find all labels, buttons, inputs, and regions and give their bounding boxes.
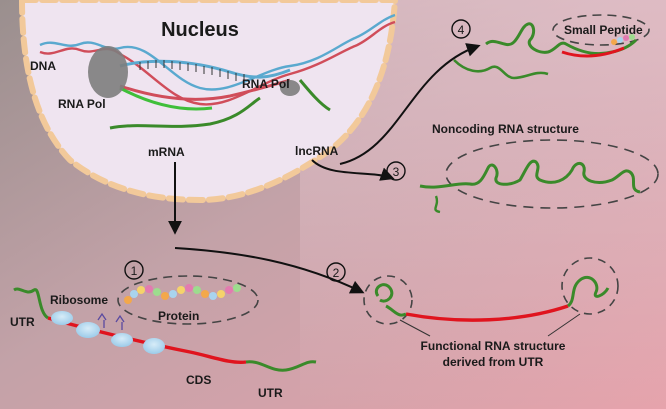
lncrna-label: lncRNA: [295, 144, 339, 158]
leader-right: [547, 313, 581, 337]
noncoding-tail: [434, 195, 441, 214]
utr-right-hairpin: [566, 275, 610, 308]
step-2: 2: [326, 262, 346, 282]
svg-text:2: 2: [333, 266, 340, 280]
base-pairs: [139, 60, 245, 82]
functional-structure-label-2: derived from UTR: [443, 355, 544, 369]
lncrna-transcript: [298, 79, 331, 112]
rna-pol-right-label: RNA Pol: [242, 77, 290, 91]
rna-pol-right: [280, 80, 300, 96]
utr-right-dashed-circle: [561, 257, 619, 315]
flow-arrows: [168, 43, 481, 294]
trna-marks: [97, 312, 125, 330]
utr-left-strand: [13, 287, 50, 320]
utr-left-label: UTR: [10, 315, 35, 329]
noncoding-rna-strand: [419, 159, 641, 194]
ribosome-4: [143, 338, 165, 354]
noncoding-structure-panel: Noncoding RNA structure: [419, 122, 659, 214]
svg-text:1: 1: [131, 264, 138, 278]
svg-text:4: 4: [458, 23, 465, 37]
mrna-nascent: [119, 86, 213, 111]
utr-right-strand: [245, 360, 317, 372]
step-3: 3: [386, 161, 406, 181]
step-4: 4: [451, 19, 471, 39]
small-peptide-dashed-outline: [552, 14, 650, 46]
arrow-to-step3: [311, 159, 395, 181]
utr-left-dashed-circle: [363, 275, 413, 325]
nucleus-label: Nucleus: [161, 19, 239, 41]
translation-panel: Ribosome Protein UTR CDS UTR: [10, 275, 317, 400]
utr-right-label: UTR: [258, 386, 283, 400]
ribosome-label: Ribosome: [50, 293, 108, 307]
rna-pol-left-label: RNA Pol: [58, 97, 106, 111]
ribosome-3: [111, 333, 133, 347]
dna-label: DNA: [30, 59, 56, 73]
functional-structure-label-1: Functional RNA structure: [421, 339, 566, 353]
protein-dashed-outline: [117, 275, 259, 325]
step-1: 1: [124, 260, 144, 280]
noncoding-structure-label: Noncoding RNA structure: [432, 122, 579, 136]
arrow-to-step4: [339, 43, 481, 165]
small-peptide-chain: [611, 34, 635, 45]
rna-pol-left: [88, 46, 128, 98]
protein-label: Protein: [158, 309, 199, 323]
small-peptide-label: Small Peptide: [564, 23, 643, 37]
utr-structure-panel: Functional RNA structure derived from UT…: [363, 257, 619, 369]
cds-label: CDS: [186, 373, 211, 387]
step-circles: 1 2 3 4: [124, 19, 471, 282]
noncoding-dashed-outline: [445, 139, 659, 209]
utr-left-hairpin: [375, 283, 407, 317]
leader-left: [399, 319, 431, 337]
small-peptide-panel: Small Peptide: [453, 14, 650, 80]
small-peptide-tail: [453, 59, 549, 80]
small-orf: [561, 46, 625, 58]
mrna-transcript: [109, 96, 261, 130]
mrna-label: mRNA: [148, 145, 185, 159]
protein-chain: [124, 284, 241, 304]
dna-helix: [39, 13, 396, 106]
arrow-to-step2: [174, 247, 365, 294]
ribosome-2: [76, 322, 100, 338]
ribosome-1: [51, 311, 73, 325]
svg-text:3: 3: [393, 165, 400, 179]
cds-link: [405, 304, 569, 322]
